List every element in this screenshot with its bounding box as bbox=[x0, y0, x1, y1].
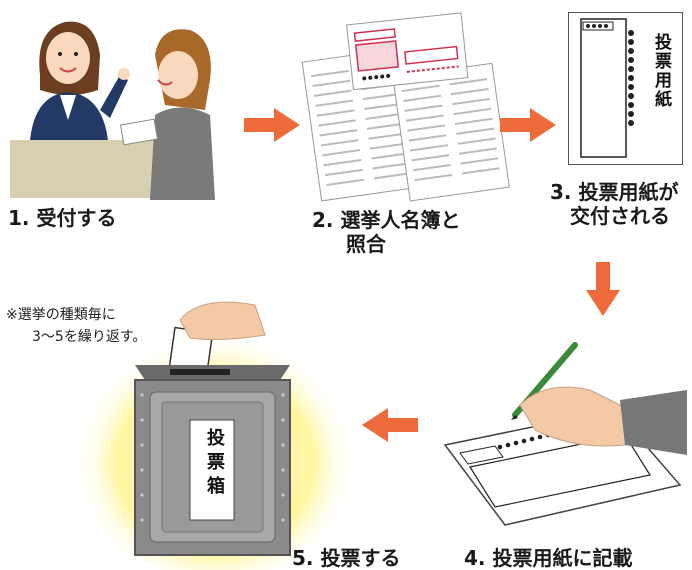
writing-hand bbox=[519, 386, 687, 455]
arrow-left-icon bbox=[362, 408, 418, 442]
ballot-box-illustration: 投票箱 bbox=[75, 290, 355, 570]
step-2-label-line2: 照合 bbox=[346, 232, 386, 256]
step-3-label-line2: 交付される bbox=[570, 204, 670, 228]
receptionist-figure bbox=[30, 21, 130, 140]
hand-inserting-ballot bbox=[168, 301, 266, 374]
voter-registry-illustration bbox=[301, 12, 510, 202]
repeat-note-line2: 3～5を繰り返す。 bbox=[32, 329, 147, 345]
ballot-box-label: 投票箱 bbox=[204, 428, 225, 500]
repeat-note-line1: ※選挙の種類毎に bbox=[6, 307, 116, 323]
step-4-label: 4. 投票用紙に記載 bbox=[464, 546, 633, 570]
arrow-right-icon bbox=[244, 108, 300, 142]
reception-counter bbox=[10, 140, 170, 198]
writing-ballot-illustration bbox=[425, 335, 687, 535]
ballot-paper-title: 投票用紙 bbox=[651, 33, 671, 109]
step-2-label-line1: 2. 選挙人名簿と bbox=[312, 208, 461, 232]
arrow-down-icon bbox=[586, 262, 620, 316]
step-1-label: 1. 受付する bbox=[8, 206, 117, 230]
ballot-box bbox=[134, 365, 291, 556]
voter-figure bbox=[119, 29, 215, 200]
arrow-right-icon bbox=[500, 108, 556, 142]
ballot-paper: 投票用紙 bbox=[568, 12, 683, 165]
step-5-label: 5. 投票する bbox=[292, 546, 401, 570]
step-3-label-line1: 3. 投票用紙が bbox=[550, 180, 679, 204]
reception-illustration bbox=[0, 0, 215, 200]
